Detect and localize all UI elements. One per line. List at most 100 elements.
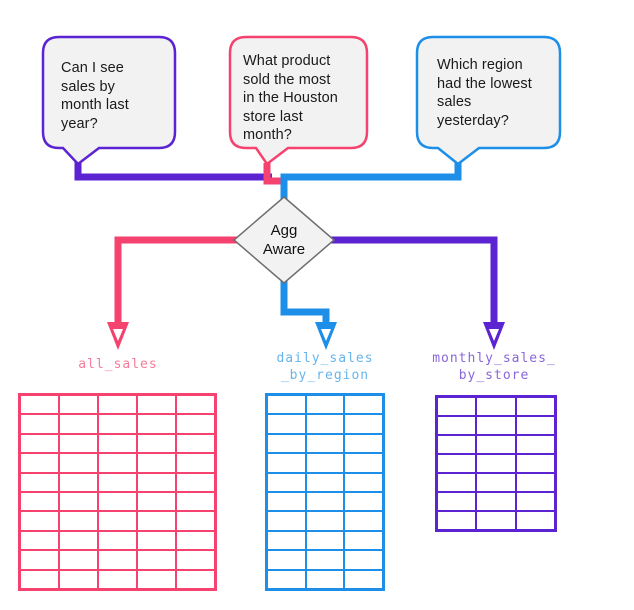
table-cell: [438, 455, 476, 472]
table-cell: [60, 434, 97, 453]
table-cell: [177, 531, 214, 550]
table-cell: [99, 570, 136, 588]
table-cell: [438, 398, 476, 415]
table-cell: [21, 551, 58, 569]
table-cell: [268, 396, 305, 414]
table-cell: [21, 415, 58, 433]
table-cell: [21, 531, 58, 550]
table-cell: [438, 512, 476, 529]
table-cell: [99, 531, 136, 550]
table-cell: [268, 434, 305, 453]
table-cell: [177, 396, 214, 414]
daily-sales-by-region-table: [265, 393, 385, 591]
table-cell: [516, 474, 554, 491]
table-cell: [306, 531, 344, 550]
table-cell: [268, 473, 305, 491]
table-cell: [516, 398, 554, 415]
table-cell: [306, 512, 344, 530]
all-sales-table: [18, 393, 217, 591]
table-cell: [516, 436, 554, 453]
table-cell: [345, 512, 382, 530]
table-cell: [138, 415, 175, 433]
table-cell: [345, 454, 382, 472]
table-cell: [138, 551, 175, 569]
table-cell: [268, 531, 305, 550]
table-cell: [21, 454, 58, 472]
question-text-2: What product sold the most in the Housto…: [243, 53, 338, 143]
table-cell: [138, 531, 175, 550]
table-cell: [268, 492, 305, 511]
table-cell: [516, 417, 554, 434]
table-cell: [177, 570, 214, 588]
table-cell: [306, 551, 344, 569]
table-cell: [306, 454, 344, 472]
table-cell: [99, 512, 136, 530]
table-cell: [438, 474, 476, 491]
table-cell: [268, 415, 305, 433]
question-text-1: Can I see sales by month last year?: [61, 60, 129, 132]
table-cell: [345, 434, 382, 453]
table-cell: [306, 473, 344, 491]
table-cell: [60, 396, 97, 414]
table-cell: [438, 436, 476, 453]
table-cell: [306, 415, 344, 433]
table-cell: [138, 570, 175, 588]
table-cell: [99, 551, 136, 569]
blue-output-line: [280, 275, 330, 324]
table-cell: [138, 512, 175, 530]
table-cell: [268, 512, 305, 530]
table-cell: [177, 492, 214, 511]
table-cell: [477, 455, 515, 472]
table-cell: [177, 434, 214, 453]
table-cell: [306, 492, 344, 511]
speech-bubble-1: [41, 35, 177, 166]
pink-arrow-down-icon: [107, 322, 129, 350]
table-cell: [99, 454, 136, 472]
table-cell: [138, 473, 175, 491]
table-cell: [138, 492, 175, 511]
table-cell: [345, 473, 382, 491]
table-cell: [477, 493, 515, 510]
purple-arrow-down-icon: [483, 322, 505, 350]
table-cell: [138, 434, 175, 453]
purple-connector-line: [74, 162, 272, 181]
table-cell: [21, 570, 58, 588]
table-cell: [99, 492, 136, 511]
speech-bubble-2: [228, 35, 369, 166]
table-cell: [477, 417, 515, 434]
blue-connector-line: [280, 162, 462, 201]
table-cell: [177, 512, 214, 530]
table-cell: [138, 396, 175, 414]
table-cell: [306, 396, 344, 414]
table-cell: [477, 474, 515, 491]
table-cell: [21, 512, 58, 530]
table-cell: [268, 551, 305, 569]
table-cell: [99, 434, 136, 453]
monthly-sales-by-store-table: [435, 395, 557, 532]
table-cell: [21, 473, 58, 491]
blue-arrow-down-icon: [315, 322, 337, 350]
pink-output-line: [114, 236, 250, 324]
table-cell: [516, 493, 554, 510]
table-cell: [177, 415, 214, 433]
table-cell: [345, 551, 382, 569]
table-cell: [138, 454, 175, 472]
table-cell: [345, 415, 382, 433]
pink-connector-line: [263, 163, 285, 185]
table-cell: [99, 415, 136, 433]
table-cell: [177, 454, 214, 472]
question-text-3: Which region had the lowest sales yester…: [437, 57, 532, 129]
table-cell: [60, 415, 97, 433]
table-cell: [60, 570, 97, 588]
table-cell: [477, 398, 515, 415]
table-cell: [477, 436, 515, 453]
table-label-monthly-sales-by-store: monthly_sales_ by_store: [432, 351, 556, 383]
agg-aware-diamond: [232, 196, 336, 284]
table-cell: [306, 570, 344, 588]
purple-output-line: [320, 236, 498, 324]
table-cell: [99, 473, 136, 491]
table-cell: [516, 455, 554, 472]
table-cell: [516, 512, 554, 529]
